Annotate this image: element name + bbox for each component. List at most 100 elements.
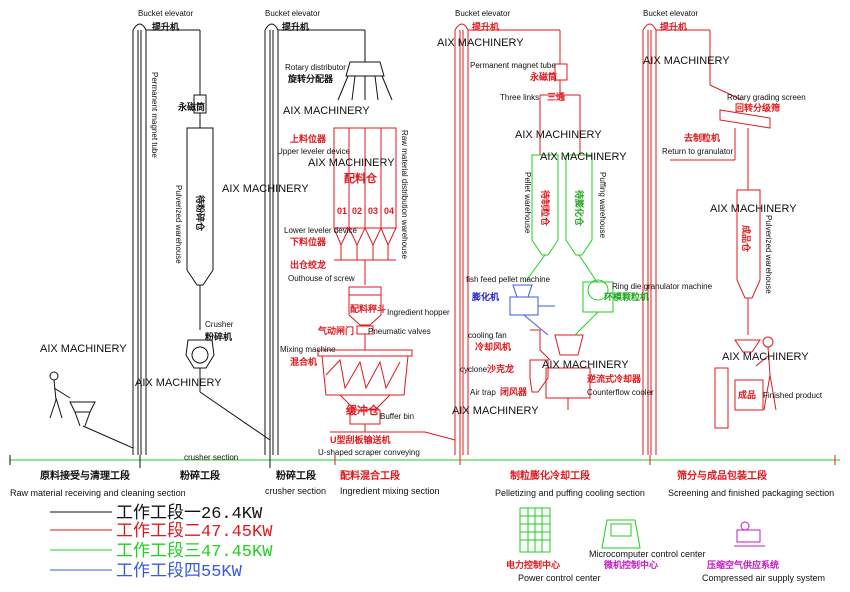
bin-01-label: 01 <box>337 206 347 216</box>
bucket-elevator-1 <box>132 23 201 455</box>
buffer-en-label: Buffer bin <box>380 412 414 421</box>
crusher-section-top-label: crusher section <box>184 453 238 462</box>
microcomputer-control-center-icon <box>601 519 641 549</box>
cooling-fan-cn-label: 冷却风机 <box>475 341 511 352</box>
mixing-machine <box>317 349 413 432</box>
microcomputer-center-cn-label: 微机控制中心 <box>603 559 658 570</box>
elevator4-en-label: Bucket elevator <box>643 9 698 18</box>
magnet-tube-1-cn-label: 永磁筒 <box>177 101 205 112</box>
legend-lines <box>50 511 112 571</box>
bucket-elevator-3 <box>454 23 561 455</box>
cooling-fan-en-label: cooling fan <box>468 331 507 340</box>
lower-leveler-cn-label: 下料位器 <box>290 236 327 247</box>
section3-cn-label: 粉碎工段 <box>276 469 316 482</box>
section1-equipment <box>49 23 393 455</box>
counterflow-cn-label: 逆流式冷却器 <box>587 373 642 384</box>
valves-cn-label: 气动闸门 <box>317 325 354 336</box>
section-bar <box>9 455 840 468</box>
pellet-area-red <box>529 63 591 410</box>
batching-bin-cn-label: 配料仓 <box>344 171 378 185</box>
power-control-center-icon <box>519 507 551 553</box>
elevator2-cn-label: 提升机 <box>282 21 309 32</box>
pellet-warehouse <box>531 154 559 256</box>
buffer-cn-label: 缓冲仓 <box>346 403 380 417</box>
pellet-warehouse-en-label: Pellet warehouse <box>523 172 532 234</box>
pulverized-warehouse-2-en-label: Pulverized warehouse <box>764 215 773 294</box>
three-links-en-label: Three links <box>500 93 539 102</box>
elevator1-en-label: Bucket elevator <box>138 9 193 18</box>
section2-equipment <box>317 23 777 455</box>
counterflow-en-label: Counterflow cooler <box>587 388 654 397</box>
mixer-en-label: Mixing machine <box>280 345 336 354</box>
crusher-cn-label: 粉碎机 <box>205 331 232 342</box>
compressed-air-cn-label: 压缩空气供应系统 <box>707 559 779 570</box>
puffing-warehouse <box>565 154 593 256</box>
bucket-elevator-4 <box>642 23 743 455</box>
finished-en-label: Finished product <box>763 391 823 400</box>
watermark: AIX MACHINERY <box>515 129 602 141</box>
mixer-cn-label: 混合机 <box>290 356 317 367</box>
elevator4-cn-label: 提升机 <box>660 21 687 32</box>
section5-en-label: Pelletizing and puffing cooling section <box>495 488 645 498</box>
air-trap-en-label: Air trap <box>470 388 496 397</box>
rotary-distributor-en-label: Rotary distributor <box>285 63 346 72</box>
watermark: AIX MACHINERY <box>222 183 309 195</box>
upper-leveler-cn-label: 上料位器 <box>290 133 327 144</box>
legend-label-4: 工作工段四55KW <box>116 561 243 582</box>
lower-leveler-en-label: Lower leveler device <box>284 226 357 235</box>
rotary-distributor-cn-label: 旋转分配器 <box>287 73 334 84</box>
hopper-en-label: Ingredient hopper <box>387 308 450 317</box>
section4-en-label: Ingredient mixing section <box>340 486 440 496</box>
section6-en-label: Screening and finished packaging section <box>668 488 834 498</box>
pulverized-warehouse-1 <box>186 113 214 330</box>
fish-feed-en-label: fish feed pellet machine <box>466 275 551 284</box>
hopper-cn-label: 配料秤斗 <box>350 303 386 314</box>
puffing-warehouse-cn-label: 待膨化仓 <box>574 190 585 227</box>
outhouse-en-label: Outhouse of screw <box>288 274 355 283</box>
elevator3-en-label: Bucket elevator <box>455 9 510 18</box>
watermark: AIX MACHINERY <box>135 377 222 389</box>
pneumatic-valves <box>356 325 374 350</box>
crusher-machine <box>185 339 271 441</box>
section3-en-label: crusher section <box>265 486 326 496</box>
power-center-en-label: Power control center <box>518 573 601 583</box>
watermark: AIX MACHINERY <box>643 55 730 67</box>
pulverized-warehouse-2 <box>736 189 761 335</box>
section6-cn-label: 筛分与成品包装工段 <box>677 469 767 482</box>
pulverized-warehouse-1-cn-label: 待粉碎仓 <box>195 195 206 232</box>
watermark: AIX MACHINERY <box>437 37 524 49</box>
rotary-grading-screen <box>670 109 771 190</box>
legend-label-2: 工作工段二47.45KW <box>116 521 273 542</box>
pellet-warehouse-cn-label: 待制粒仓 <box>540 190 551 227</box>
valves-en-label: Pneumatic valves <box>368 327 431 336</box>
distribution-warehouse-en-label: Raw material distribution warehouse <box>400 130 409 260</box>
scraper-cn-label: U型刮板输送机 <box>330 434 391 445</box>
magnet3-en-label: Permanent magnet tube <box>470 61 556 70</box>
finished-cn-label: 成品 <box>738 389 756 400</box>
upper-leveler-en-label: Upper leveler device <box>277 147 350 156</box>
crusher-en-label: Crusher <box>205 320 234 329</box>
fish-feed-pellet-machine <box>509 284 555 336</box>
section4-cn-label: 配料混合工段 <box>340 469 400 482</box>
section5-cn-label: 制粒膨化冷却工段 <box>510 469 590 482</box>
cyclone-en-label: cyclone <box>460 365 488 374</box>
packaging-station <box>714 336 777 429</box>
rotary-screen-cn-label: 回转分级筛 <box>735 102 780 113</box>
pulverized-warehouse-2-cn-label: 成品仓 <box>741 225 752 253</box>
compressed-air-supply-icon <box>734 521 765 547</box>
watermark: AIX MACHINERY <box>710 203 797 215</box>
elevator1-cn-label: 提升机 <box>152 21 179 32</box>
ingredient-hopper <box>348 286 382 326</box>
section3-equipment <box>524 154 614 336</box>
bucket-elevator-2 <box>264 23 366 455</box>
air-trap-cn-label: 闭风器 <box>500 386 528 397</box>
legend-label-1: 工作工段一26.4KW <box>116 503 263 524</box>
magnet-tube-1-en-label: Permanent magnet tube <box>150 72 159 158</box>
power-center-cn-label: 电力控制中心 <box>506 559 560 570</box>
fish-feed-cn-label: 膨化机 <box>471 291 499 302</box>
ring-die-en-label: Ring die granulator machine <box>612 282 713 291</box>
watermark: AIX MACHINERY <box>452 405 539 417</box>
watermark: AIX MACHINERY <box>722 351 809 363</box>
